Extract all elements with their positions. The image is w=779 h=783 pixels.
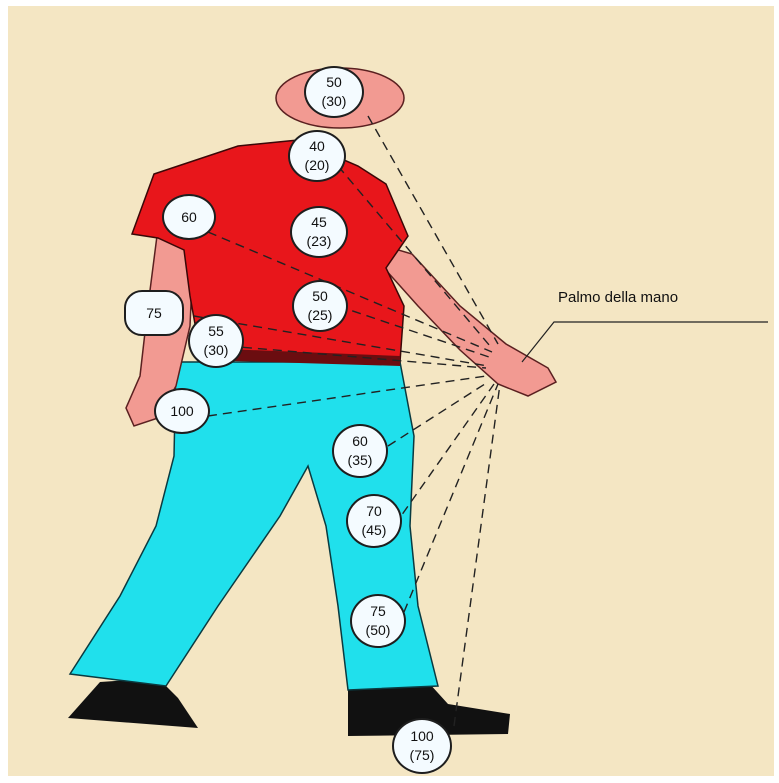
- point-value: 60: [352, 432, 368, 451]
- point-chest: 45 (23): [290, 206, 348, 258]
- point-sub: (30): [204, 341, 229, 360]
- person-figure: [8, 6, 774, 776]
- point-neck: 40 (20): [288, 130, 346, 182]
- right-arm: [378, 244, 556, 396]
- point-forearm: 55 (30): [188, 314, 244, 368]
- point-sub: (20): [305, 156, 330, 175]
- point-value: 55: [208, 322, 224, 341]
- point-value: 70: [366, 502, 382, 521]
- point-sub: (30): [322, 92, 347, 111]
- point-value: 75: [370, 602, 386, 621]
- point-hand: 100: [154, 388, 210, 434]
- point-value: 75: [146, 304, 162, 323]
- point-shoulder: 60: [162, 194, 216, 240]
- point-value: 50: [312, 287, 328, 306]
- point-value: 50: [326, 73, 342, 92]
- point-thigh: 60 (35): [332, 424, 388, 478]
- point-sub: (50): [366, 621, 391, 640]
- point-value: 40: [309, 137, 325, 156]
- point-abdomen: 50 (25): [292, 280, 348, 332]
- point-sub: (75): [410, 746, 435, 765]
- point-knee: 70 (45): [346, 494, 402, 548]
- point-shin: 75 (50): [350, 594, 406, 648]
- point-head: 50 (30): [304, 66, 364, 118]
- palm-pointer: [522, 322, 768, 362]
- point-elbow: 75: [124, 290, 184, 336]
- point-sub: (35): [348, 451, 373, 470]
- point-value: 100: [410, 727, 433, 746]
- point-sub: (45): [362, 521, 387, 540]
- point-foot: 100 (75): [392, 718, 452, 774]
- point-value: 60: [181, 208, 197, 227]
- diagram-canvas: Palmo della mano 50 (30) 40 (20) 60 45 (…: [8, 6, 774, 776]
- left-shoe: [68, 678, 198, 728]
- point-value: 45: [311, 213, 327, 232]
- palm-label: Palmo della mano: [558, 289, 678, 306]
- point-sub: (23): [307, 232, 332, 251]
- point-value: 100: [170, 402, 193, 421]
- point-sub: (25): [308, 306, 333, 325]
